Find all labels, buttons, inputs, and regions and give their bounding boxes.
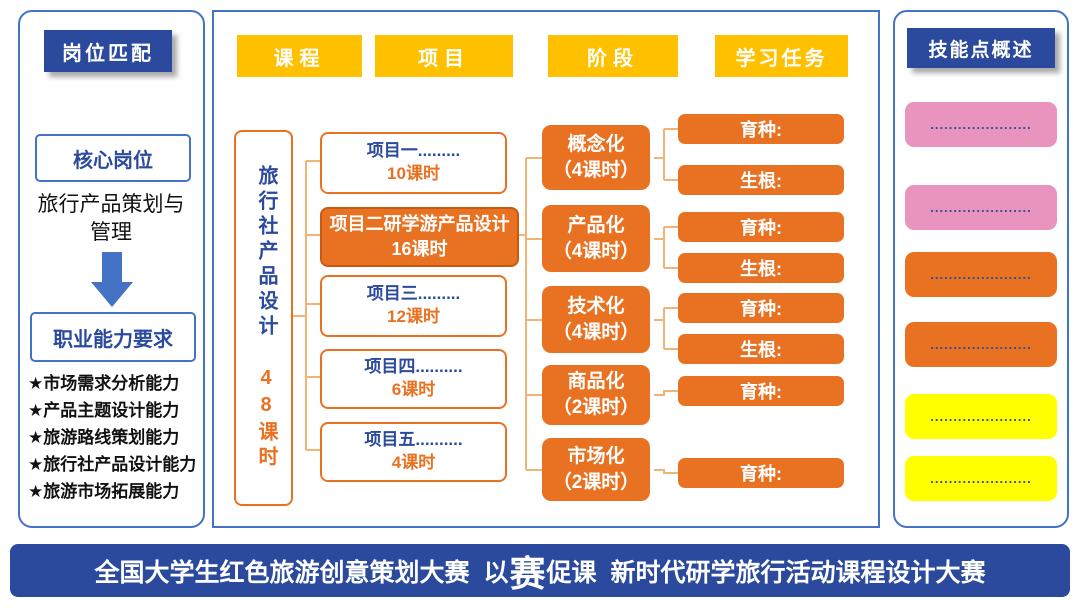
ability-list: ★市场需求分析能力 ★产品主题设计能力 ★旅游路线策划能力 ★旅行社产品设计能力… <box>28 370 200 505</box>
course-flow-panel: 课程 项目 阶段 学习任务 旅行社产品设计 48课时 项目一......... … <box>212 10 880 528</box>
project-box-5: 项目五.......... 4课时 <box>320 422 507 482</box>
skill-box-5: ...................... <box>905 394 1057 439</box>
down-arrow-body <box>101 252 122 282</box>
project-hours: 4课时 <box>391 453 436 472</box>
course-box: 旅行社产品设计 48课时 <box>234 130 293 506</box>
project-title: 项目五.......... <box>364 430 463 450</box>
project-hours: 6课时 <box>391 380 436 399</box>
course-hours: 48课时 <box>255 367 277 471</box>
skill-box-4: ...................... <box>905 322 1057 367</box>
stage-box-technical: 技术化 （4课时） <box>542 286 650 353</box>
task-box: 育种: <box>678 114 844 144</box>
task-box: 育种: <box>678 458 844 488</box>
footer-slogan-prefix: 以 <box>483 558 509 587</box>
task-box: 育种: <box>678 376 844 406</box>
footer-slogan-suffix: 促课 <box>546 558 597 587</box>
footer-banner: 全国大学生红色旅游创意策划大赛 以 赛 促课 新时代研学旅行活动课程设计大赛 <box>10 544 1070 597</box>
skill-overview-header: 技能点概述 <box>907 28 1055 68</box>
task-box: 生根: <box>678 334 844 364</box>
stage-box-concept: 概念化 （4课时） <box>542 125 650 190</box>
ability-item: ★旅行社产品设计能力 <box>28 455 197 474</box>
column-header-project: 项目 <box>375 35 513 77</box>
project-hours: 10课时 <box>387 164 440 183</box>
stage-name: 市场化 <box>567 445 625 467</box>
stage-name: 概念化 <box>567 133 625 155</box>
task-box: 生根: <box>678 253 844 283</box>
ability-item: ★市场需求分析能力 <box>28 374 180 393</box>
ability-item: ★旅游路线策划能力 <box>28 428 180 447</box>
project-box-1: 项目一......... 10课时 <box>320 132 507 194</box>
stage-hours: （4课时） <box>552 240 640 262</box>
stage-name: 产品化 <box>567 214 625 236</box>
project-box-4: 项目四.......... 6课时 <box>320 349 507 409</box>
skill-box-2: ...................... <box>905 185 1057 230</box>
stage-hours: （4课时） <box>552 159 640 181</box>
column-header-course: 课程 <box>237 35 362 77</box>
requirement-label: 职业能力要求 <box>30 312 196 362</box>
post-match-panel: 岗位匹配 核心岗位 旅行产品策划与管理 职业能力要求 ★市场需求分析能力 ★产品… <box>18 10 205 528</box>
footer-slogan-big: 赛 <box>509 552 546 594</box>
stage-hours: （2课时） <box>552 471 640 493</box>
skill-box-6: ...................... <box>905 456 1057 501</box>
ability-item: ★产品主题设计能力 <box>28 401 180 420</box>
stage-name: 商品化 <box>567 371 625 393</box>
core-post-value: 旅行产品策划与管理 <box>37 193 185 244</box>
stage-box-commodity: 商品化 （2课时） <box>542 365 650 425</box>
down-arrow-icon <box>20 252 203 307</box>
project-box-3: 项目三......... 12课时 <box>320 275 507 337</box>
column-header-task: 学习任务 <box>715 35 848 77</box>
task-box: 育种: <box>678 212 844 242</box>
project-title: 项目一......... <box>366 141 461 161</box>
project-title: 项目三......... <box>366 284 461 304</box>
stage-hours: （2课时） <box>552 397 640 418</box>
task-box: 生根: <box>678 165 844 195</box>
course-title: 旅行社产品设计 <box>255 165 277 340</box>
task-box: 育种: <box>678 293 844 323</box>
footer-left-competition: 全国大学生红色旅游创意策划大赛 <box>94 558 470 587</box>
stage-hours: （4课时） <box>552 321 640 343</box>
core-post-label: 核心岗位 <box>35 134 191 182</box>
skill-overview-panel: 技能点概述 ...................... ...........… <box>893 10 1069 528</box>
project-hours: 12课时 <box>387 307 440 326</box>
stage-name: 技术化 <box>567 295 625 317</box>
skill-box-1: ...................... <box>905 102 1057 147</box>
ability-item: ★旅游市场拓展能力 <box>28 482 180 501</box>
column-header-stage: 阶段 <box>548 35 678 77</box>
skill-box-3: ...................... <box>905 252 1057 297</box>
stage-box-market: 市场化 （2课时） <box>542 438 650 501</box>
project-box-2-highlight: 项目二研学游产品设计16课时 <box>320 207 519 267</box>
stage-box-product: 产品化 （4课时） <box>542 205 650 272</box>
project-title: 项目四.......... <box>364 357 463 377</box>
footer-right-competition: 新时代研学旅行活动课程设计大赛 <box>610 558 986 587</box>
post-match-header: 岗位匹配 <box>44 30 172 72</box>
down-arrow-head <box>90 282 133 307</box>
